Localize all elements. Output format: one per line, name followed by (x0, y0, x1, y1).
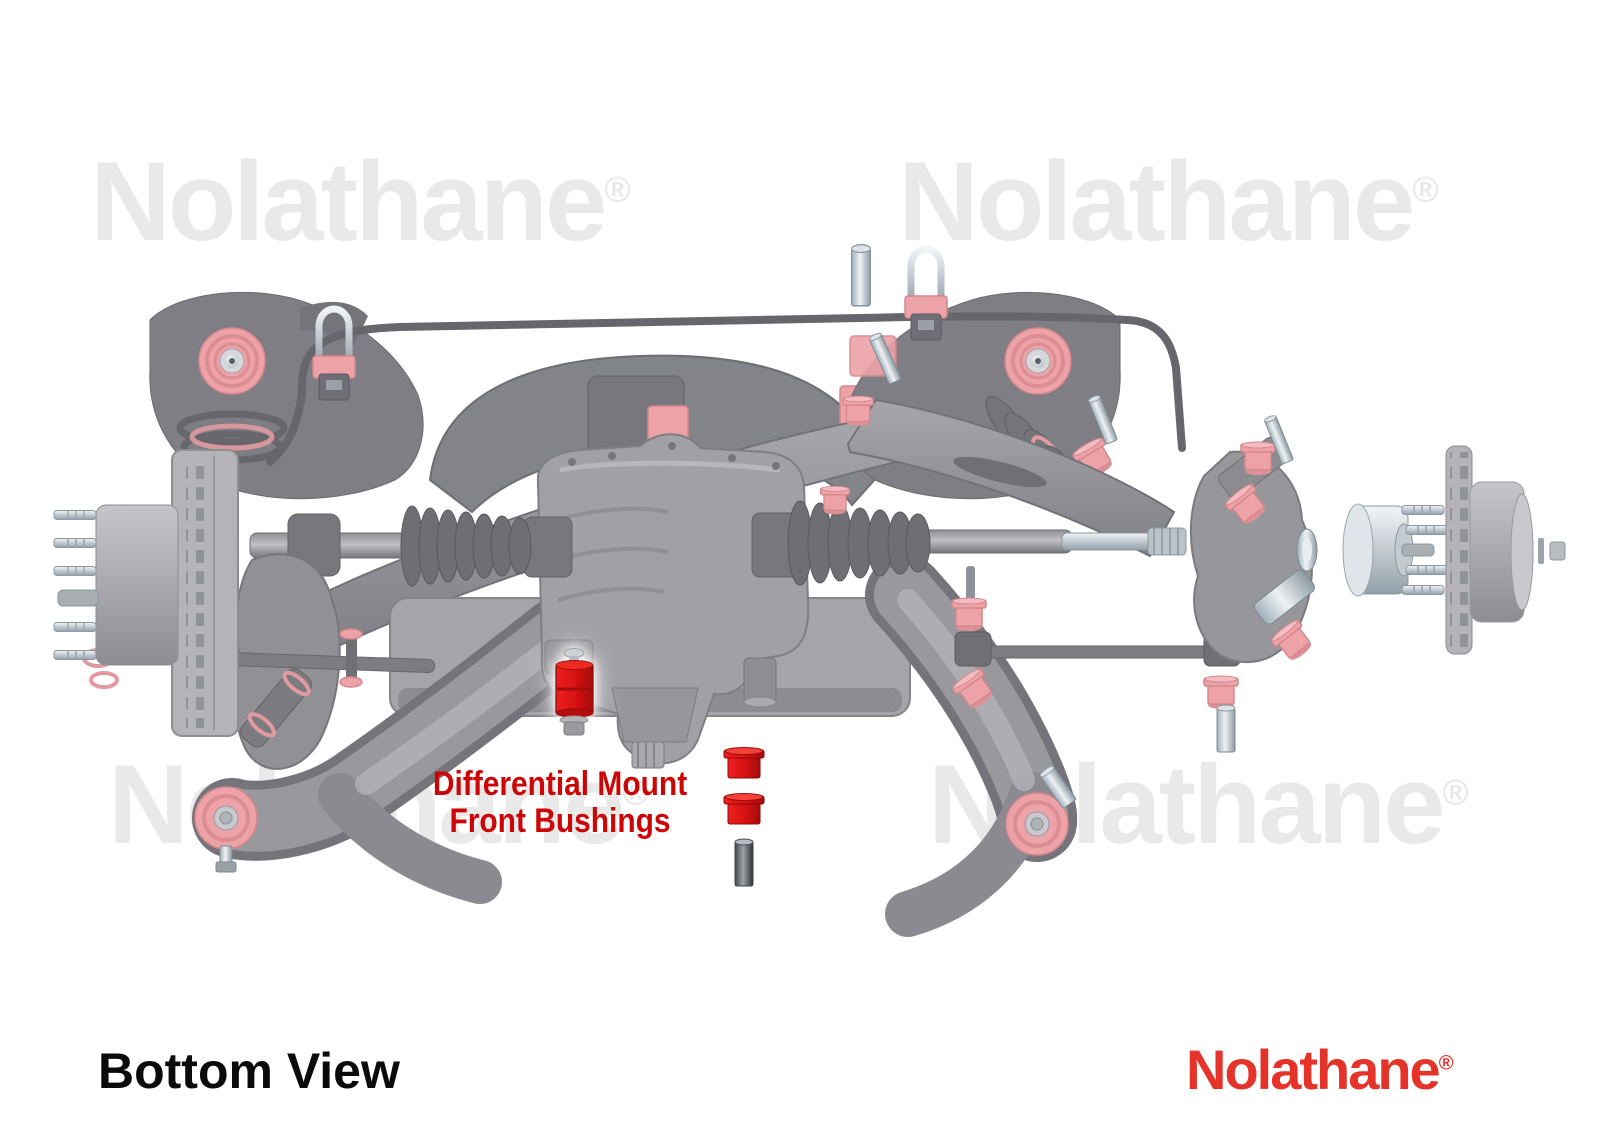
diff-mount-front-bushings-spare (723, 747, 765, 887)
watermark-top-left: Nolathane® (90, 139, 631, 264)
trailing-arm-bushing-left (193, 785, 259, 873)
callout-line-2: Front Bushings (449, 802, 671, 840)
sway-bar-sleeve (850, 244, 872, 307)
knuckle-bushing (1240, 441, 1276, 476)
registered-mark: ® (622, 772, 649, 813)
brake-rotor-left (53, 449, 239, 737)
link-bushing (951, 597, 987, 632)
view-caption: Bottom View (98, 1043, 400, 1099)
brand-logo: Nolathane® (1186, 1038, 1454, 1101)
wheel-studs-left (53, 509, 99, 661)
registered-mark: ® (1442, 772, 1469, 813)
link-bushing (1203, 675, 1239, 710)
registered-mark: ® (1438, 1052, 1454, 1075)
link-sleeve (1216, 704, 1236, 753)
registered-mark: ® (1412, 169, 1439, 210)
brake-rotor-right (1445, 445, 1534, 655)
crush-tube-sleeve (734, 838, 754, 887)
watermark-top-right: Nolathane® (898, 139, 1439, 264)
diff-mount-front-bushing-installed (555, 648, 594, 718)
knuckle-right-exploded (1087, 393, 1566, 666)
sway-bar (266, 244, 1186, 600)
registered-mark: ® (604, 169, 631, 210)
spring-seat-bushing-left (197, 326, 267, 396)
spare-bushing-upper (723, 747, 765, 779)
diff-mount-nut (559, 715, 589, 736)
callout-line-1: Differential Mount (432, 765, 688, 803)
lower-shock-left (240, 668, 312, 748)
spring-seat-bushing-right (1003, 326, 1073, 396)
lower-arm-left (192, 598, 598, 904)
cv-boot-right (787, 500, 931, 586)
axle-right (751, 500, 1214, 586)
spare-bushing-lower (723, 793, 765, 825)
cv-boot-left (400, 505, 532, 587)
callout-differential-mount: Differential Mount Front Bushings (433, 766, 687, 840)
hub-right (1342, 503, 1449, 597)
axle-left (249, 505, 573, 587)
sway-bar-clamp-right (905, 249, 947, 340)
